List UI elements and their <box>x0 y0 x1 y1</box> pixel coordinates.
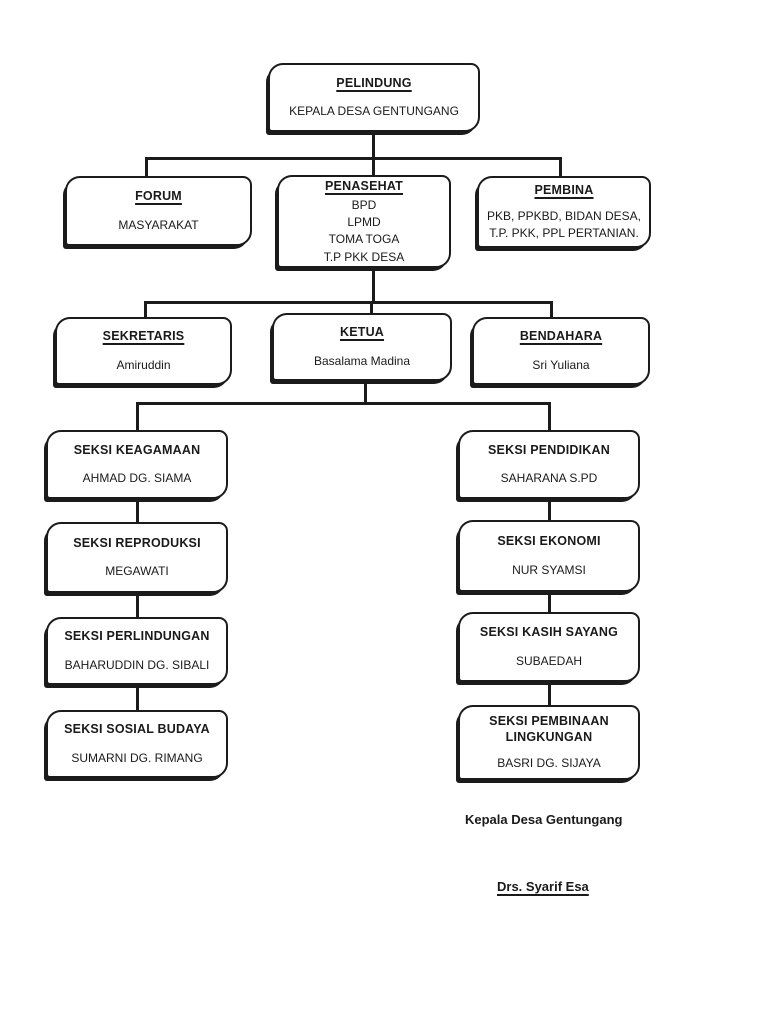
org-box-title: PENASEHAT <box>325 178 403 193</box>
connector-left-link-3 <box>136 683 139 713</box>
connector-row2-rail <box>145 157 562 160</box>
org-box-member: Basalama Madina <box>313 353 411 368</box>
org-box-member: NUR SYAMSI <box>512 562 586 577</box>
org-box-title: KETUA <box>339 325 385 340</box>
footer-position-title: Kepala Desa Gentungang <box>465 812 623 827</box>
org-box-title: SEKSI PENDIDIKAN <box>488 442 610 457</box>
org-box-title: SEKSI SOSIAL BUDAYA <box>64 722 210 737</box>
org-box-seksi-kasih-sayang: SEKSI KASIH SAYANG SUBAEDAH <box>458 612 640 682</box>
org-box-member: BAHARUDDIN DG. SIBALI <box>64 657 210 672</box>
org-box-member: T.P. PKK, PPL PERTANIAN. <box>489 225 639 240</box>
org-box-title: SEKRETARIS <box>102 329 185 344</box>
org-box-member: PKB, PPKBD, BIDAN DESA, <box>486 208 642 223</box>
connector-right-link-3 <box>548 680 551 708</box>
org-box-seksi-ekonomi: SEKSI EKONOMI NUR SYAMSI <box>458 520 640 592</box>
connector-penasehat-drop <box>372 266 375 304</box>
org-box-member: SUMARNI DG. RIMANG <box>71 750 203 765</box>
org-box-member: SAHARANA S.PD <box>500 471 598 486</box>
org-box-member: SUBAEDAH <box>515 653 583 668</box>
org-box-member: BASRI DG. SIJAYA <box>497 755 601 770</box>
org-box-title: SEKSI PEMBINAAN LINGKUNGAN <box>489 714 609 744</box>
org-box-member: TOMA TOGA <box>328 232 400 247</box>
org-box-penasehat: PENASEHAT BPD LPMD TOMA TOGA T.P PKK DES… <box>277 175 451 268</box>
connector-columns-rail <box>136 402 551 405</box>
connector-ketua-down <box>364 379 367 405</box>
connector-right-column-drop <box>548 402 551 433</box>
connector-right-link-2 <box>548 590 551 615</box>
connector-sekretaris-drop <box>144 301 147 320</box>
connector-forum-drop <box>145 157 148 179</box>
org-box-title: SEKSI EKONOMI <box>497 534 601 549</box>
connector-row3-rail <box>144 301 553 304</box>
org-box-ketua: KETUA Basalama Madina <box>272 313 452 381</box>
org-box-pembina: PEMBINA PKB, PPKBD, BIDAN DESA, T.P. PKK… <box>477 176 651 248</box>
footer-signature-name: Drs. Syarif Esa <box>497 879 589 894</box>
org-box-member: MASYARAKAT <box>118 217 199 232</box>
org-box-seksi-pembinaan-lingkungan: SEKSI PEMBINAAN LINGKUNGAN BASRI DG. SIJ… <box>458 705 640 780</box>
connector-pelindung-drop <box>372 130 375 177</box>
org-box-member: T.P PKK DESA <box>323 249 405 264</box>
org-box-members: PKB, PPKBD, BIDAN DESA, T.P. PKK, PPL PE… <box>487 208 641 241</box>
org-box-title: SEKSI REPRODUKSI <box>73 535 201 550</box>
org-box-title: SEKSI KASIH SAYANG <box>479 625 619 640</box>
connector-pembina-drop <box>559 157 562 179</box>
connector-left-column-drop <box>136 402 139 433</box>
connector-right-link-1 <box>548 497 551 523</box>
connector-left-link-2 <box>136 591 139 620</box>
org-box-seksi-keagamaan: SEKSI KEAGAMAAN AHMAD DG. SIAMA <box>46 430 228 499</box>
connector-left-link-1 <box>136 497 139 525</box>
org-box-title: PELINDUNG <box>336 75 412 90</box>
connector-ketua-drop <box>370 301 373 316</box>
org-box-seksi-reproduksi: SEKSI REPRODUKSI MEGAWATI <box>46 522 228 593</box>
connector-bendahara-drop <box>550 301 553 320</box>
org-box-sekretaris: SEKRETARIS Amiruddin <box>55 317 232 385</box>
org-box-forum: FORUM MASYARAKAT <box>65 176 252 246</box>
org-box-member: Sri Yuliana <box>532 357 590 372</box>
org-box-member: KEPALA DESA GENTUNGANG <box>289 104 459 119</box>
org-box-member: LPMD <box>347 214 381 229</box>
org-box-pelindung: PELINDUNG KEPALA DESA GENTUNGANG <box>268 63 480 132</box>
org-box-seksi-perlindungan: SEKSI PERLINDUNGAN BAHARUDDIN DG. SIBALI <box>46 617 228 685</box>
org-box-title: SEKSI KEAGAMAAN <box>73 442 201 457</box>
org-box-title: BENDAHARA <box>519 329 603 344</box>
org-box-title: PEMBINA <box>534 183 594 197</box>
org-box-seksi-sosial-budaya: SEKSI SOSIAL BUDAYA SUMARNI DG. RIMANG <box>46 710 228 778</box>
org-box-member: AHMAD DG. SIAMA <box>82 471 192 486</box>
org-box-member: BPD <box>351 197 377 212</box>
org-box-member: Amiruddin <box>116 357 171 372</box>
org-box-bendahara: BENDAHARA Sri Yuliana <box>472 317 650 385</box>
org-box-seksi-pendidikan: SEKSI PENDIDIKAN SAHARANA S.PD <box>458 430 640 499</box>
org-box-member: MEGAWATI <box>105 564 169 579</box>
org-box-title: SEKSI PERLINDUNGAN <box>64 629 210 644</box>
org-box-title: FORUM <box>135 189 182 204</box>
